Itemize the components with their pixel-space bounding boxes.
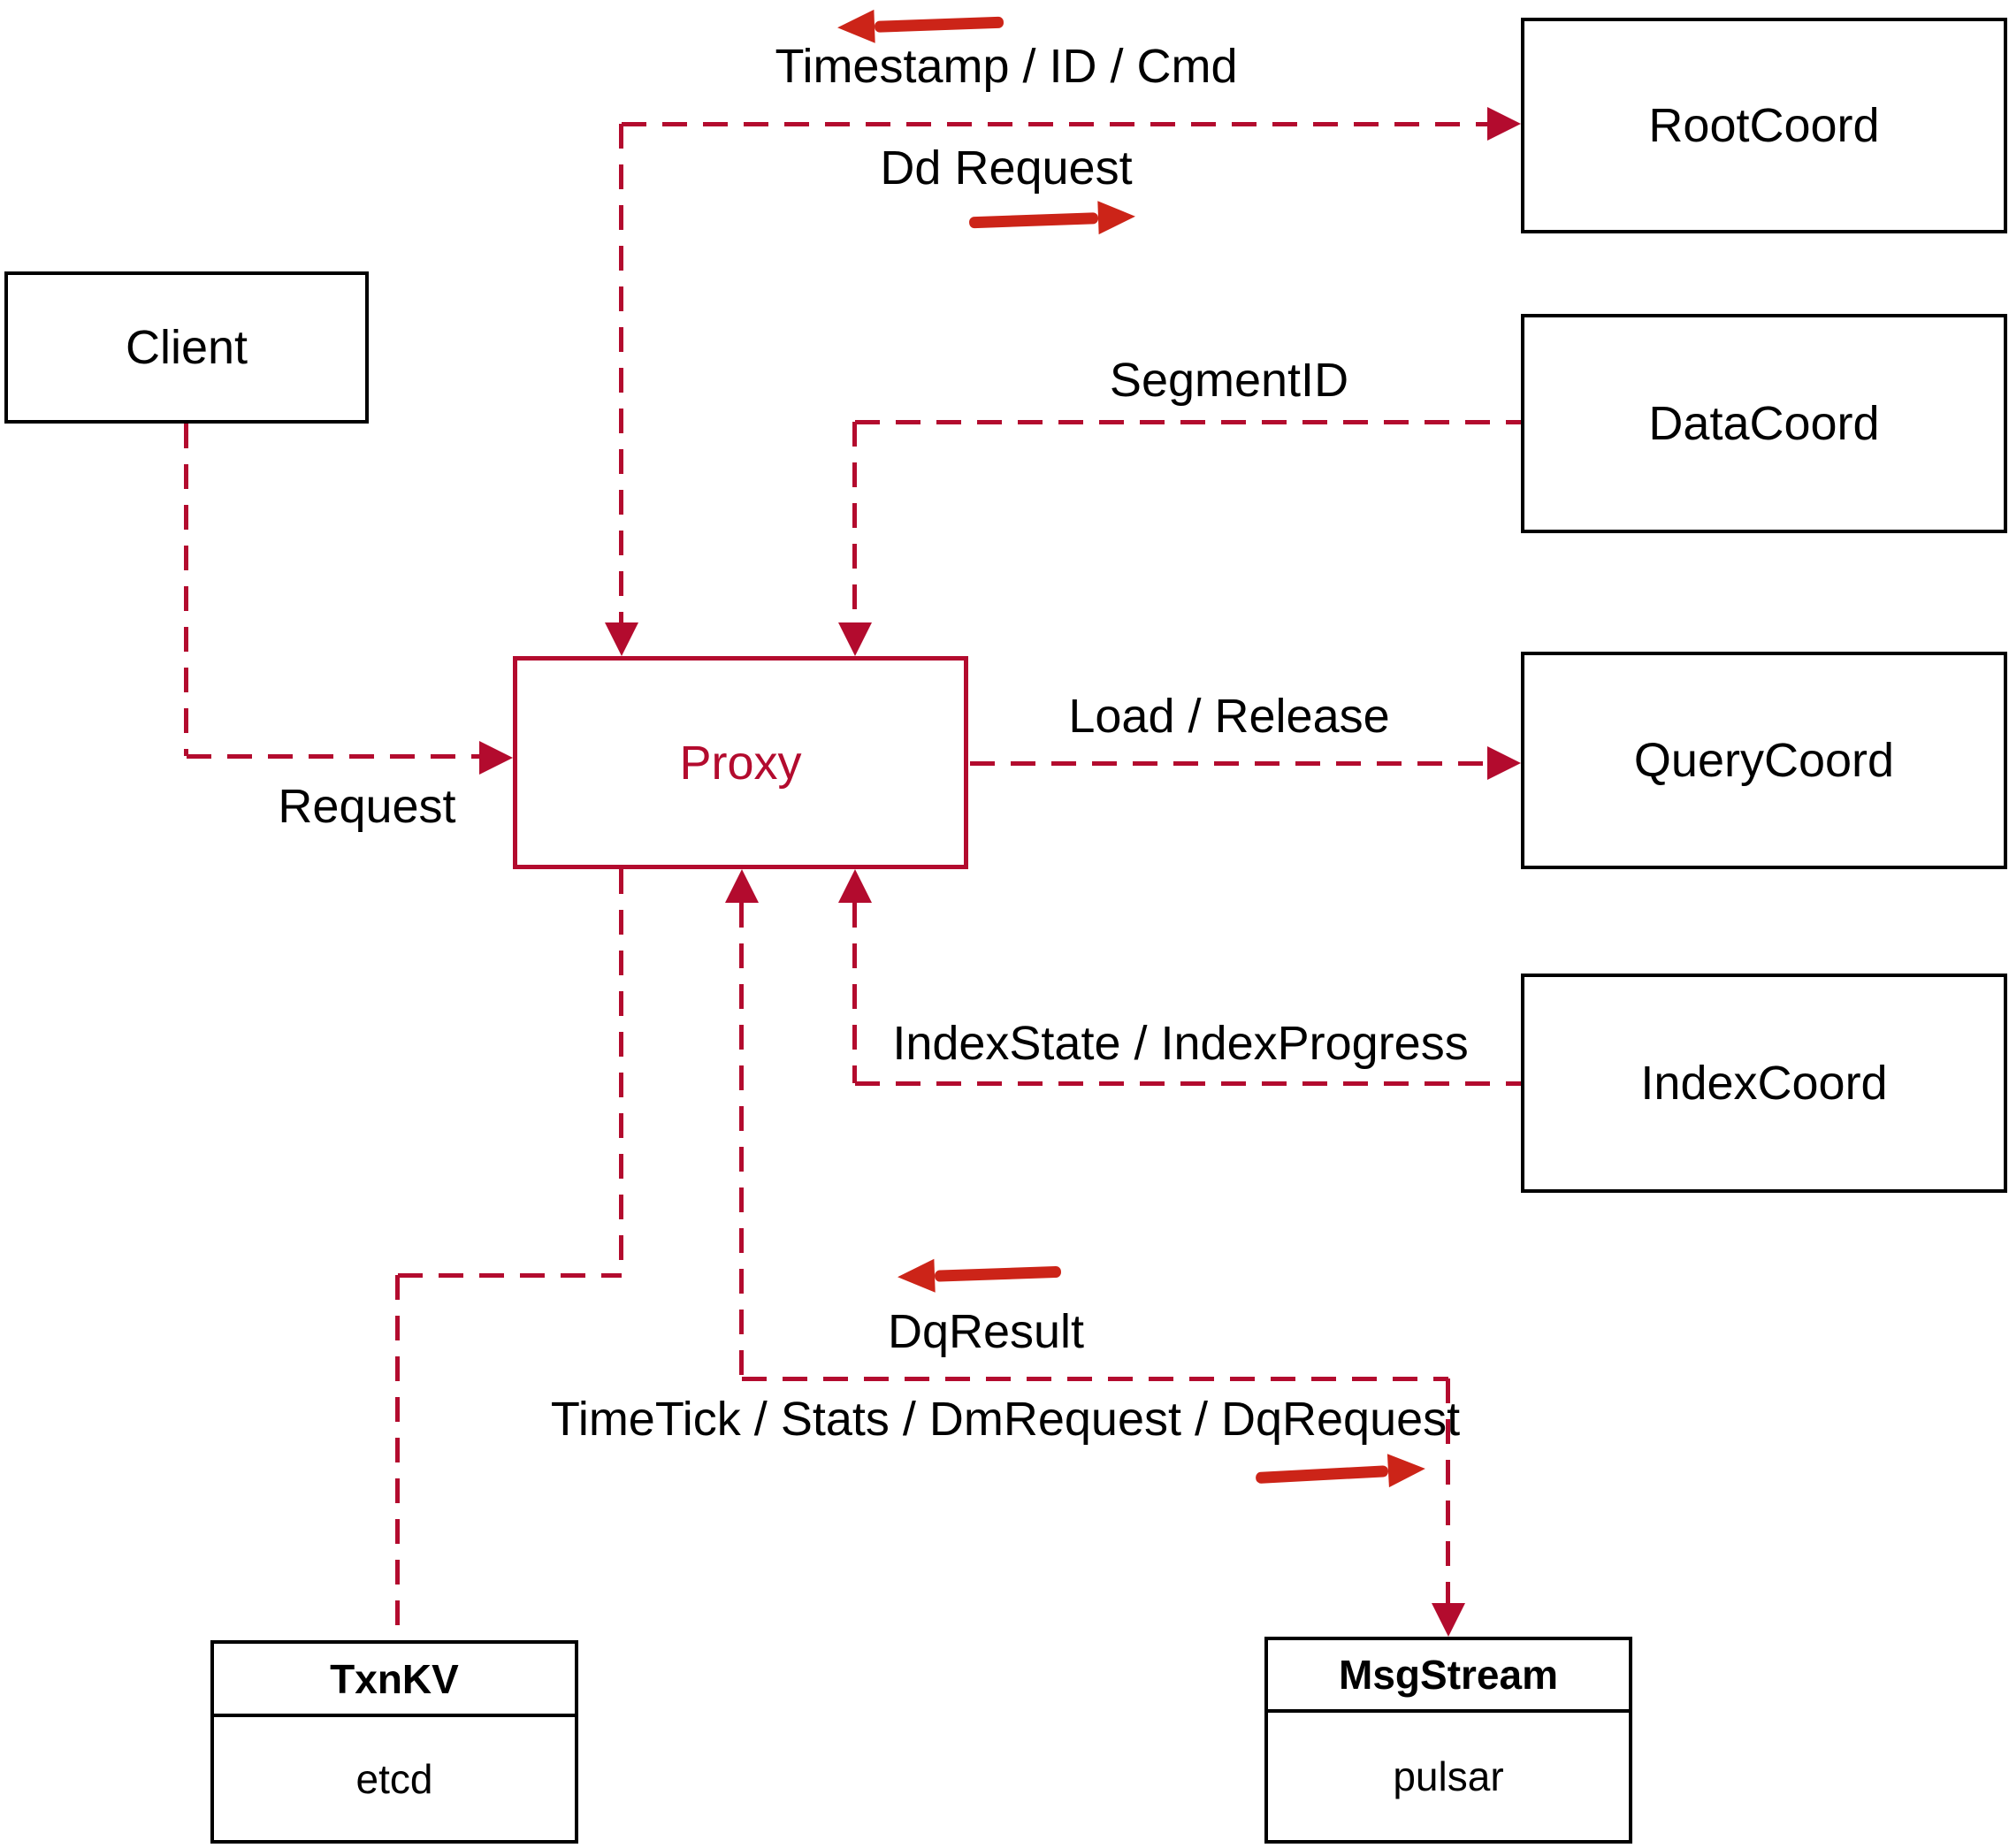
arrowhead-into-querycoord-icon [1487, 746, 1521, 780]
arrowhead-into-proxy-top-left-icon [605, 622, 638, 656]
edge-proxy-querycoord-horizontal [970, 761, 1489, 766]
arrow-body [934, 1265, 1062, 1282]
edge-proxy-txnkv-vertical-lower [395, 1275, 400, 1640]
node-indexcoord-label: IndexCoord [1640, 1057, 1888, 1110]
edge-proxy-msgstream-horizontal [742, 1377, 1448, 1381]
edge-label-dqresult: DqResult [887, 1305, 1085, 1358]
node-proxy-label: Proxy [679, 736, 802, 790]
edge-label-dd-request: Dd Request [880, 141, 1133, 195]
node-txnkv-value: etcd [355, 1755, 433, 1802]
edge-datacoord-proxy-horizontal [855, 420, 1521, 424]
node-txnkv: TxnKV etcd [210, 1640, 578, 1844]
arrow-body [1255, 1464, 1389, 1484]
edge-label-request: Request [278, 780, 456, 833]
right-arrowhead-icon [1097, 199, 1136, 235]
node-rootcoord: RootCoord [1521, 18, 2007, 233]
arrowhead-into-msgstream-icon [1432, 1603, 1465, 1637]
node-rootcoord-label: RootCoord [1648, 99, 1880, 152]
edge-label-load-release: Load / Release [1068, 690, 1390, 743]
arrowhead-into-rootcoord-icon [1487, 107, 1521, 141]
edge-client-proxy-vertical [184, 424, 188, 756]
dqresult-direction-left-arrow-icon [897, 1255, 1062, 1294]
edge-proxy-rootcoord-horizontal [622, 122, 1489, 126]
node-txnkv-title: TxnKV [214, 1644, 575, 1717]
edge-label-indexstate-indexprogress: IndexState / IndexProgress [892, 1017, 1469, 1070]
timetick-direction-right-arrow-icon [1255, 1452, 1426, 1494]
arrowhead-into-proxy-left-icon [479, 741, 513, 775]
arrowhead-into-proxy-bottom-right-icon [838, 869, 872, 903]
left-arrowhead-icon [897, 1258, 936, 1294]
edge-proxy-txnkv-horizontal [398, 1273, 622, 1278]
node-msgstream-title: MsgStream [1268, 1640, 1629, 1713]
dd-request-direction-right-arrow-icon [968, 199, 1136, 240]
edge-proxy-msgstream-vertical-upper [739, 903, 744, 1378]
node-proxy: Proxy [513, 656, 968, 869]
edge-proxy-msgstream-vertical-lower [1446, 1378, 1450, 1603]
edge-label-timestamp-id-cmd: Timestamp / ID / Cmd [775, 40, 1238, 93]
node-datacoord: DataCoord [1521, 314, 2007, 533]
node-client: Client [4, 271, 369, 424]
node-msgstream-value: pulsar [1393, 1753, 1504, 1799]
node-datacoord-label: DataCoord [1648, 397, 1880, 450]
edge-proxy-rootcoord-vertical [619, 124, 623, 624]
edge-datacoord-proxy-vertical [852, 422, 857, 624]
edge-client-proxy-horizontal [187, 754, 479, 759]
edge-proxy-txnkv-vertical-upper [619, 869, 623, 1275]
edge-indexcoord-proxy-horizontal [855, 1081, 1521, 1086]
node-indexcoord: IndexCoord [1521, 974, 2007, 1193]
arrowhead-into-proxy-bottom-left-icon [725, 869, 759, 903]
arrow-body [874, 16, 1004, 33]
edge-indexcoord-proxy-vertical [852, 903, 857, 1083]
edge-label-timetick-stats: TimeTick / Stats / DmRequest / DqRequest [550, 1393, 1461, 1446]
node-querycoord-label: QueryCoord [1633, 734, 1895, 787]
edge-label-segment-id: SegmentID [1109, 354, 1349, 407]
timestamp-direction-left-arrow-icon [836, 5, 1004, 45]
node-querycoord: QueryCoord [1521, 652, 2007, 869]
arrow-body [968, 211, 1099, 228]
node-msgstream: MsgStream pulsar [1264, 1637, 1632, 1844]
node-client-label: Client [125, 321, 248, 374]
right-arrowhead-icon [1386, 1452, 1426, 1488]
arrowhead-into-proxy-top-right-icon [838, 622, 872, 656]
